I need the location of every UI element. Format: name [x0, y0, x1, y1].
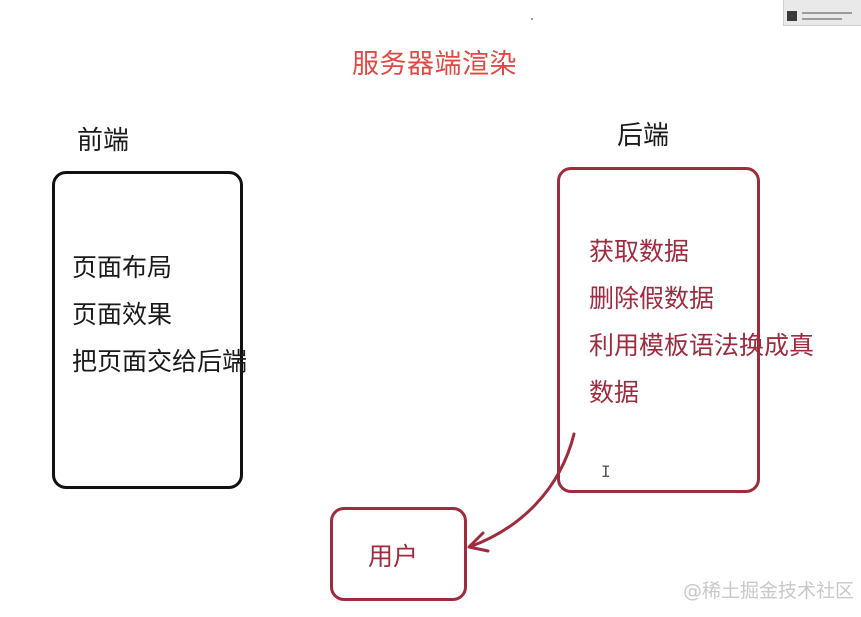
text-cursor-icon: I — [601, 462, 611, 481]
window-icon — [787, 11, 797, 21]
frontend-item: 页面效果 — [72, 300, 173, 329]
user-box — [330, 507, 467, 601]
backend-item: 获取数据 — [589, 237, 690, 266]
backend-label: 后端 — [617, 121, 670, 151]
backend-box — [557, 167, 760, 493]
stray-dot — [531, 18, 533, 20]
thumbnail-line — [802, 12, 852, 14]
frontend-label: 前端 — [77, 126, 130, 156]
frontend-box — [52, 171, 243, 489]
thumbnail-line — [802, 18, 842, 20]
arrow-head — [467, 531, 490, 553]
backend-items: 获取数据 删除假数据 利用模板语法换成真 数据 — [589, 228, 814, 416]
backend-item: 删除假数据 — [589, 284, 715, 313]
frontend-item: 页面布局 — [72, 253, 173, 282]
user-label: 用户 — [368, 542, 419, 571]
frontend-items: 页面布局 页面效果 把页面交给后端 — [72, 244, 247, 385]
watermark: @稀土掘金技术社区 — [683, 580, 855, 602]
backend-item: 利用模板语法换成真 — [589, 331, 815, 360]
diagram-title: 服务器端渲染 — [352, 49, 517, 80]
frontend-item: 把页面交给后端 — [72, 347, 248, 376]
video-thumbnail-overlay[interactable] — [783, 0, 861, 26]
backend-item: 数据 — [589, 378, 640, 407]
